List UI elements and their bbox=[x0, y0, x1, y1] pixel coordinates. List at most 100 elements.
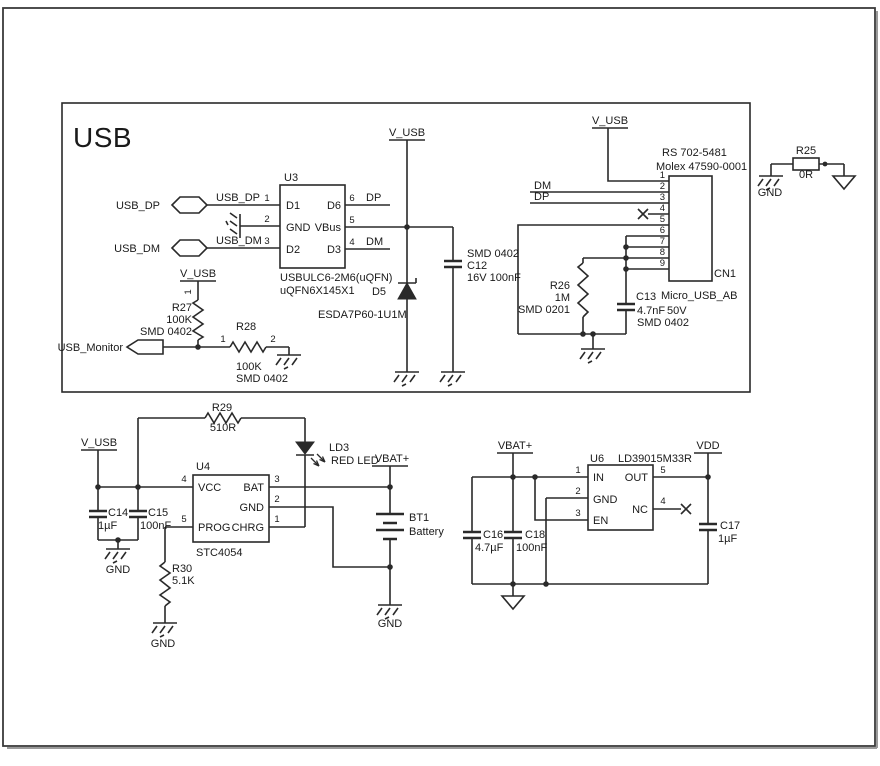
regulator-section: VBAT+ VDD U6 LD39015M33R 1 2 3 IN GND EN… bbox=[463, 440, 740, 610]
pin-name: GND bbox=[286, 222, 311, 234]
r25-value: 0R bbox=[799, 169, 813, 181]
c15-ref: C15 bbox=[148, 507, 168, 519]
c18-value: 100nF bbox=[516, 542, 547, 554]
r30-ref: R30 bbox=[172, 563, 192, 575]
component-c17: C17 1µF bbox=[699, 520, 740, 545]
pin-number: 8 bbox=[660, 247, 665, 258]
power-flag-vbat: VBAT+ bbox=[375, 453, 409, 465]
d5-ref: D5 bbox=[372, 286, 386, 298]
earth-ground-icon bbox=[376, 604, 403, 620]
resistor-icon bbox=[158, 561, 172, 607]
cn1-ref: CN1 bbox=[714, 268, 736, 280]
pin-number: 4 bbox=[181, 474, 186, 485]
pin-number: 3 bbox=[660, 192, 665, 203]
pin-name: BAT bbox=[243, 482, 264, 494]
capacitor-icon bbox=[444, 259, 462, 269]
component-c16: C16 4.7µF bbox=[463, 529, 504, 554]
c18-ref: C18 bbox=[525, 529, 545, 541]
net-label: DP bbox=[534, 191, 549, 203]
port-label: USB_DP bbox=[116, 200, 160, 212]
c12-footprint: SMD 0402 bbox=[467, 248, 519, 260]
pin-number: 1 bbox=[660, 170, 665, 181]
wire bbox=[471, 452, 722, 596]
pin-number: 3 bbox=[575, 508, 580, 519]
battery-long-plates bbox=[376, 512, 404, 532]
capacitor-icon bbox=[699, 522, 717, 532]
c17-ref: C17 bbox=[720, 520, 740, 532]
wire bbox=[770, 163, 845, 176]
earth-ground-icon bbox=[579, 348, 606, 364]
u6-part: LD39015M33R bbox=[618, 453, 692, 465]
pin-name: D1 bbox=[286, 200, 300, 212]
c12-value: 16V 100nF bbox=[467, 272, 521, 284]
bt1-desc: Battery bbox=[409, 526, 444, 538]
pin-number: 2 bbox=[270, 334, 275, 345]
pin-number: 4 bbox=[660, 203, 665, 214]
pin-name: IN bbox=[593, 472, 604, 484]
usb-section-border bbox=[61, 102, 751, 393]
pin-number: 2 bbox=[264, 214, 269, 225]
led-arrows-icon bbox=[310, 453, 326, 467]
cn1-mpn: Molex 47590-0001 bbox=[656, 161, 747, 173]
component-u3: U3 1 2 3 D1 GND D2 D6 VBus D3 6 5 4 DP D… bbox=[225, 172, 392, 297]
r28-footprint: SMD 0402 bbox=[236, 373, 288, 385]
bt1-ref: BT1 bbox=[409, 512, 429, 524]
pin-name: EN bbox=[593, 515, 608, 527]
pin-number: 1 bbox=[220, 334, 225, 345]
r28-value: 100K bbox=[236, 361, 262, 373]
pin-name: CHRG bbox=[232, 522, 264, 534]
power-flag-vdd: VDD bbox=[696, 440, 719, 452]
r28-ref: R28 bbox=[236, 321, 256, 333]
c15-value: 100nF bbox=[140, 520, 171, 532]
power-flag-vusb: V_USB bbox=[81, 437, 117, 449]
d5-part: ESDA7P60-1U1M bbox=[318, 309, 407, 321]
c14-ref: C14 bbox=[108, 507, 128, 519]
u4-ref: U4 bbox=[196, 461, 210, 473]
earth-ground-icon bbox=[275, 354, 302, 370]
ld3-ref: LD3 bbox=[329, 442, 349, 454]
port-label: USB_Monitor bbox=[58, 342, 124, 354]
pin-number: 2 bbox=[274, 494, 279, 505]
u3-ref: U3 bbox=[284, 172, 298, 184]
junction-dot bbox=[822, 161, 828, 167]
earth-ground-icon bbox=[104, 548, 131, 564]
gnd-label: GND bbox=[151, 638, 176, 650]
r25-block: R25 0R GND bbox=[757, 145, 856, 199]
power-flag-vusb: V_USB bbox=[180, 268, 216, 280]
pin-name: D6 bbox=[327, 200, 341, 212]
resistor-icon bbox=[229, 340, 267, 354]
pin-number: 7 bbox=[660, 236, 665, 247]
c14-value: 1µF bbox=[98, 520, 117, 532]
c12-ref: C12 bbox=[467, 260, 487, 272]
component-cn1: V_USB RS 702-5481 Molex 47590-0001 CN1 M… bbox=[534, 115, 747, 364]
pin-number: 6 bbox=[660, 225, 665, 236]
c16-value: 4.7µF bbox=[475, 542, 504, 554]
capacitor-icon bbox=[129, 509, 147, 519]
port-usb-dm: USB_DM USB_DM bbox=[114, 235, 262, 257]
junction-dots bbox=[510, 474, 711, 587]
resistor-icon bbox=[191, 299, 205, 341]
triangle-ground-icon bbox=[501, 595, 525, 610]
component-u4: U4 STC4054 4 5 VCC PROG 3 2 1 BAT GND CH… bbox=[181, 461, 279, 559]
pin-name: VCC bbox=[198, 482, 221, 494]
r25-ref: R25 bbox=[796, 145, 816, 157]
r29-ref: R29 bbox=[212, 402, 232, 414]
component-c13: C13 4.7nF 50V SMD 0402 bbox=[617, 291, 689, 329]
pin-number: 2 bbox=[575, 486, 580, 497]
c17-value: 1µF bbox=[718, 533, 737, 545]
component-c14: C14 1µF bbox=[89, 507, 128, 532]
component-d5: D5 ESDA7P60-1U1M bbox=[318, 278, 420, 387]
diode-icon bbox=[397, 281, 417, 300]
net-label: DM bbox=[366, 236, 383, 248]
pin-name: OUT bbox=[625, 472, 649, 484]
pin-number: 5 bbox=[660, 465, 665, 476]
power-flag-vusb: V_USB bbox=[592, 115, 628, 127]
pin-number: 5 bbox=[660, 214, 665, 225]
ld3-desc: RED LED bbox=[331, 455, 379, 467]
charger-section: V_USB C14 1µF C15 100nF GND R29 510R LD3… bbox=[81, 402, 444, 650]
pin-name: VBus bbox=[315, 222, 342, 234]
hex-port-icon bbox=[171, 196, 208, 214]
pin-number: 4 bbox=[349, 237, 354, 248]
capacitor-icon bbox=[89, 509, 107, 519]
